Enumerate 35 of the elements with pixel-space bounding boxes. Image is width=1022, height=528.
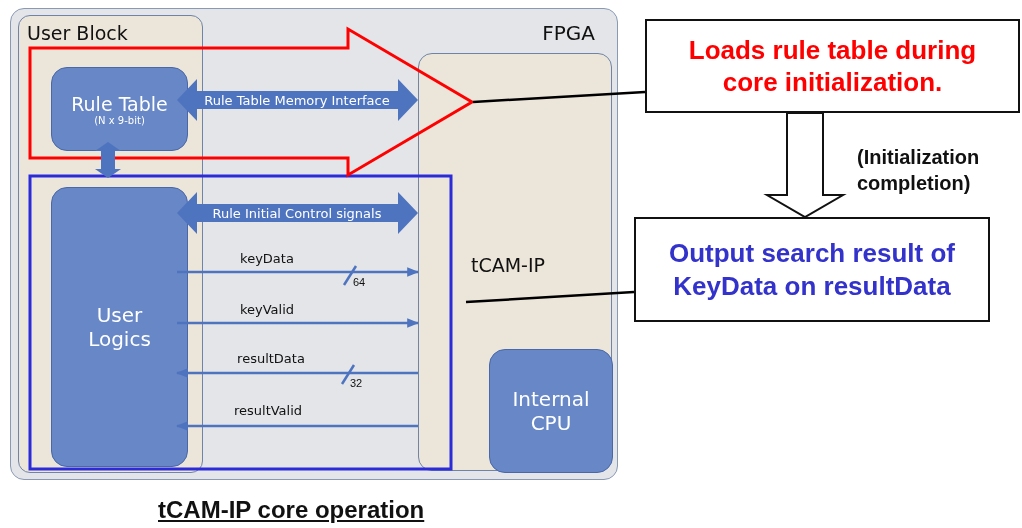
edge-label: (Initialization completion) xyxy=(857,145,981,196)
module-frame xyxy=(18,15,203,473)
block-label: Rule Table xyxy=(71,92,168,115)
callout-box xyxy=(645,19,1020,113)
arrow xyxy=(177,267,420,277)
callout-box xyxy=(634,217,990,322)
caption: tCAM-IP core operation xyxy=(158,496,425,524)
leader-line xyxy=(472,90,646,104)
block-title: tCAM-IP xyxy=(471,254,546,276)
bus-width-label: 32 xyxy=(350,377,363,389)
edge-label: Rule Initial Control signals xyxy=(212,205,382,221)
edge-label: resultData xyxy=(235,350,307,366)
edge-label: Rule Table Memory Interface xyxy=(204,92,390,108)
hollow-arrow xyxy=(763,112,847,219)
bus-width-label: 64 xyxy=(353,276,366,288)
block-title: FPGA xyxy=(542,21,595,45)
block-label: Output search result of KeyData on resultData xyxy=(667,237,956,302)
process-block xyxy=(51,67,188,151)
block-arrow xyxy=(177,79,418,121)
block-arrow xyxy=(177,192,418,234)
edge-label: keyData xyxy=(238,250,296,266)
block-label: Loads rule table during core initialization. xyxy=(687,33,978,99)
process-block xyxy=(51,187,188,467)
arrow xyxy=(175,421,418,431)
module-frame xyxy=(418,53,612,471)
block-label: Internal CPU xyxy=(511,387,591,435)
arrow xyxy=(177,318,420,328)
chip-frame xyxy=(10,8,618,480)
leader-line xyxy=(465,290,635,304)
block-title: User Block xyxy=(27,22,128,44)
process-block xyxy=(489,349,613,473)
block-label: User Logics xyxy=(87,303,152,351)
arrow xyxy=(175,368,418,378)
block-arrow xyxy=(95,142,121,178)
block-sublabel: (N x 9-bit) xyxy=(94,114,145,126)
